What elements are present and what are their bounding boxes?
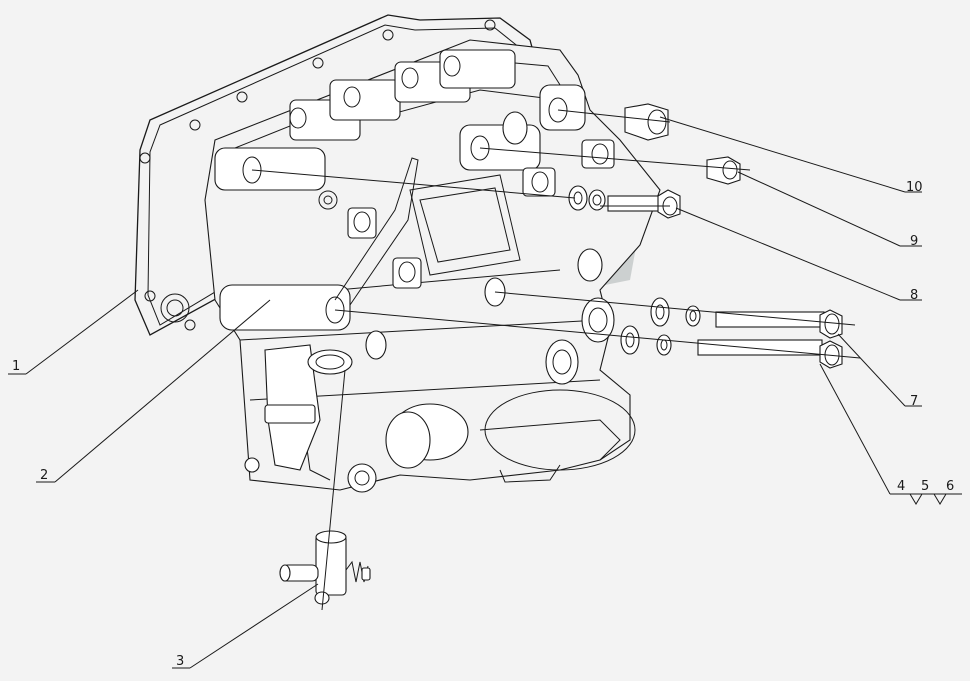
valve-assembly-3: [279, 530, 371, 605]
bolt-4-5-6: [620, 325, 843, 369]
callout-2: 2: [40, 468, 48, 483]
callout-8: 8: [910, 288, 918, 303]
callout-7: 7: [910, 394, 918, 409]
callout-1: 1: [12, 359, 20, 374]
callout-6: 6: [946, 479, 954, 494]
bolt-8: [568, 185, 681, 219]
bolt-10: [624, 103, 669, 141]
callout-9: 9: [910, 234, 918, 249]
callout-4: 4: [897, 479, 905, 494]
plug-9: [706, 156, 741, 185]
callout-3: 3: [176, 654, 184, 669]
axis-lines: [251, 109, 861, 611]
leader-lines: [8, 116, 962, 669]
bolt-7: [650, 297, 843, 339]
callout-10: 10: [906, 180, 923, 195]
callout-5: 5: [921, 479, 929, 494]
housing-body: [204, 39, 661, 493]
